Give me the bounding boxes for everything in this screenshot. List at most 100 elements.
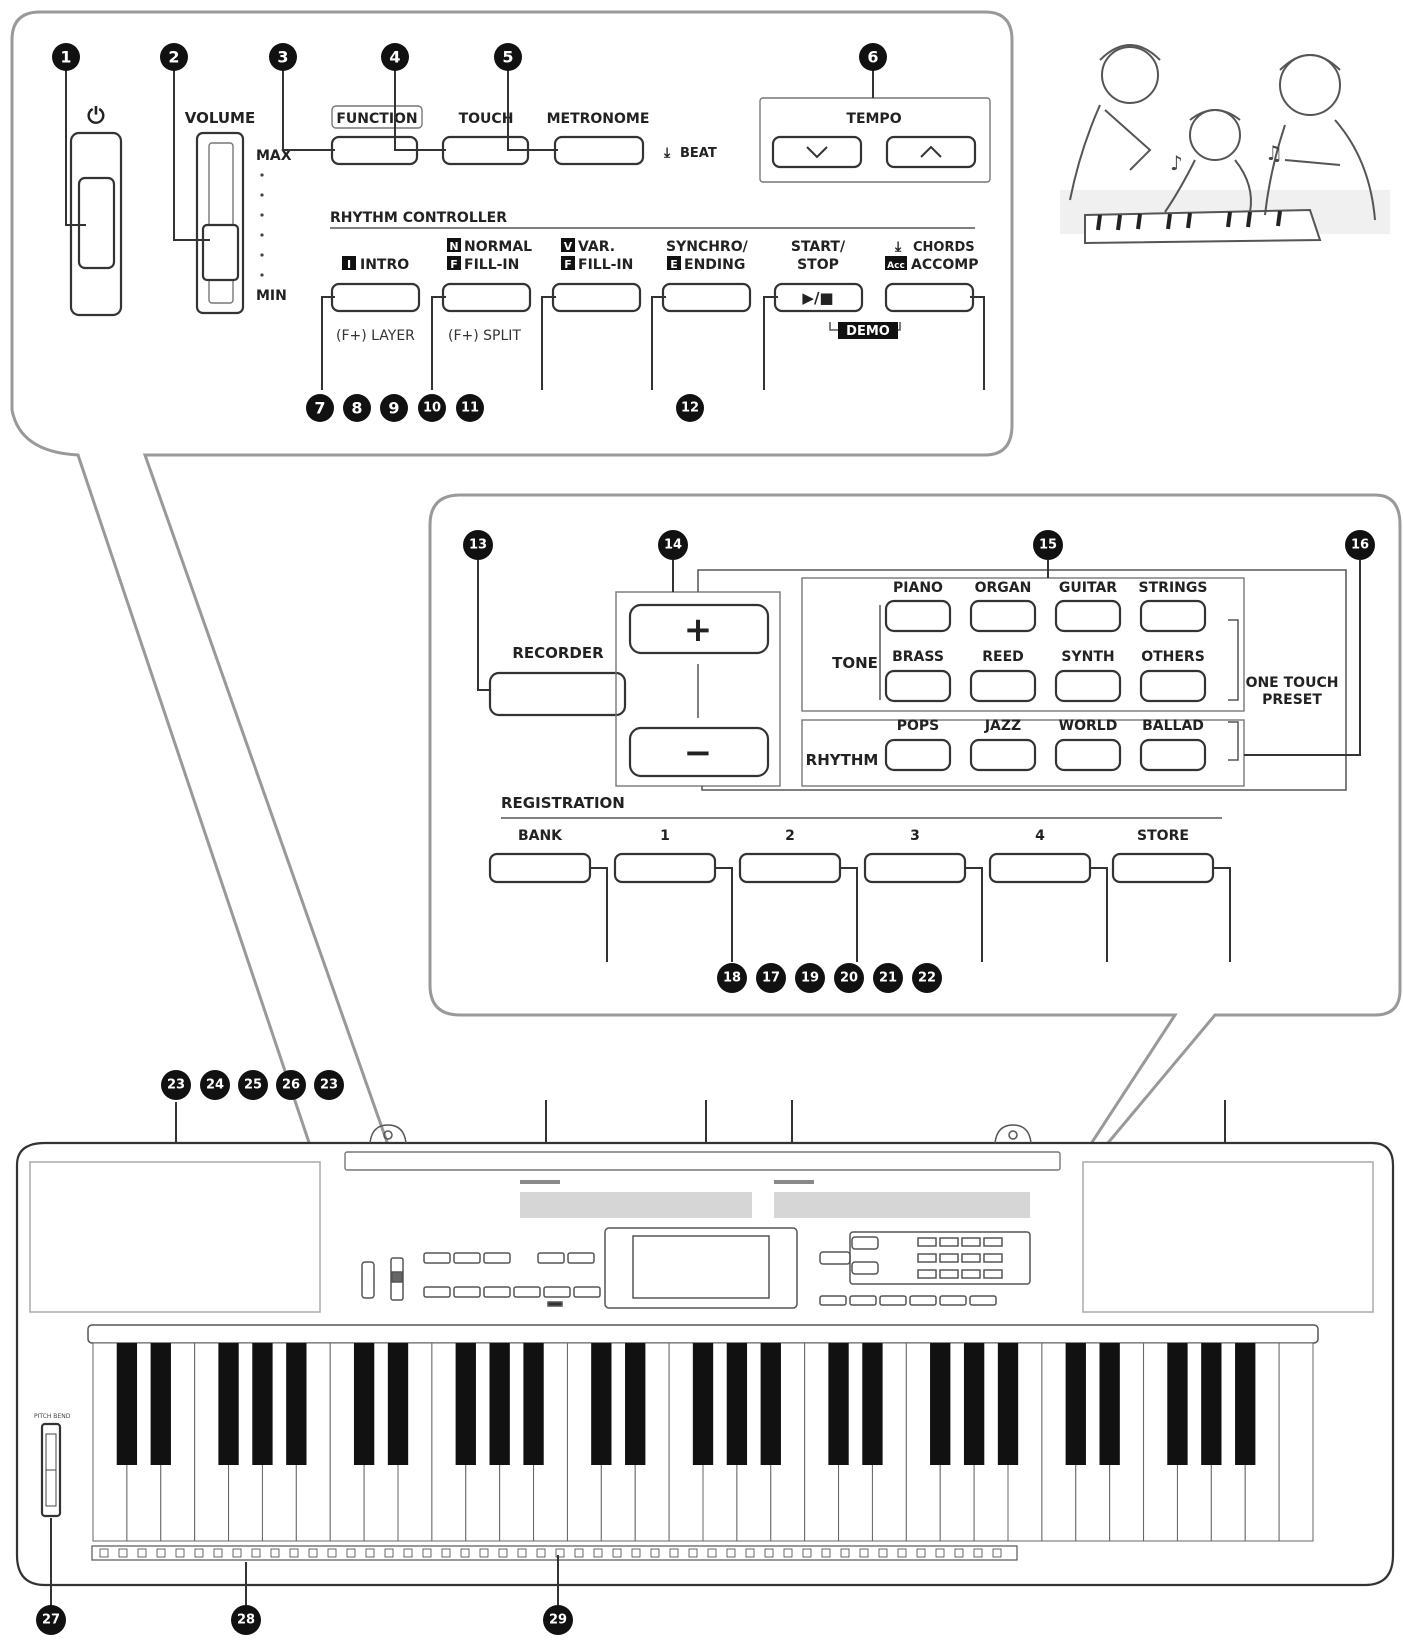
registration-title: REGISTRATION [501,794,625,812]
synchro-label: SYNCHRO/ [666,239,749,255]
synchro-ending-button[interactable]: SYNCHRO/ E ENDING [661,239,752,313]
black-key[interactable] [455,1343,476,1465]
white-key[interactable] [1278,1342,1314,1542]
black-key[interactable] [1099,1343,1120,1465]
var-fill-badge [561,256,575,270]
black-key[interactable] [1235,1343,1256,1465]
button-label: STRINGS [1139,580,1208,596]
black-key[interactable] [963,1343,985,1465]
drum-sound-icon [593,1548,603,1558]
start-stop-button[interactable]: START/ STOP ▶/■ DEMO [773,239,901,339]
black-key[interactable] [1065,1343,1086,1465]
tone-ballad-button[interactable]: BALLAD [1139,718,1207,772]
button-label: SYNTH [1061,649,1114,665]
svg-text:PITCH BEND: PITCH BEND [34,1413,71,1420]
power-switch[interactable]: ⏻ [69,104,123,317]
svg-text:9: 9 [388,399,399,418]
drum-sound-icon [156,1548,166,1558]
black-key[interactable] [286,1343,307,1465]
black-key[interactable] [930,1343,951,1465]
layer-label: (F+) LAYER [336,328,415,344]
tone-reed-button[interactable]: REED [969,649,1037,703]
black-key[interactable] [625,1343,646,1465]
black-key[interactable] [489,1343,510,1465]
black-key[interactable] [862,1343,883,1465]
svg-text:1: 1 [60,48,71,67]
pitch-bend-wheel[interactable]: PITCH BEND [34,1413,71,1518]
button-label: OTHERS [1141,649,1205,665]
registration-4-button[interactable]: 4 [988,828,1092,884]
drum-sound-icon [99,1548,109,1558]
black-key[interactable] [387,1343,409,1465]
button-label: PIANO [893,580,943,596]
black-key[interactable] [828,1343,849,1465]
tempo-group: TEMPO [759,97,991,183]
black-key[interactable] [1201,1343,1222,1465]
plus-button[interactable]: + [628,603,770,655]
button-label: BRASS [892,649,944,665]
svg-text:22: 22 [918,971,936,986]
drum-sound-icon [631,1548,641,1558]
recorder-button[interactable]: RECORDER [488,644,627,717]
var-badge-letter: V [564,240,573,253]
black-key[interactable] [252,1343,273,1465]
plus-icon: + [684,610,713,650]
black-key[interactable] [692,1343,714,1465]
piano-keys[interactable] [92,1342,1314,1542]
tone-strings-button[interactable]: STRINGS [1139,580,1208,633]
black-key[interactable] [116,1343,138,1465]
black-key[interactable] [760,1343,781,1465]
drum-sound-icon [289,1548,299,1558]
volume-slider[interactable]: VOLUME MAX MIN [185,109,292,315]
callout-21: 21 [873,963,903,993]
callout-4: 4 [381,43,409,71]
tone-world-button[interactable]: WORLD [1054,718,1122,772]
drum-sound-icon [365,1548,375,1558]
minus-button[interactable]: − [628,726,770,778]
registration-label: BANK [518,828,563,844]
black-key[interactable] [591,1343,612,1465]
tone-piano-button[interactable]: PIANO [884,580,952,633]
left-speaker [29,1161,321,1313]
tempo-down-button[interactable] [771,135,863,169]
tone-others-button[interactable]: OTHERS [1139,649,1207,703]
svg-text:3: 3 [277,48,288,67]
svg-text:14: 14 [664,538,682,553]
svg-text:6: 6 [867,48,878,67]
black-key[interactable] [523,1343,544,1465]
svg-text:29: 29 [549,1613,567,1628]
intro-button[interactable]: I INTRO (F+) LAYER [330,256,421,344]
registration-bank-button[interactable]: BANK [488,828,592,884]
callout-6: 6 [859,43,887,71]
black-key[interactable] [353,1343,375,1465]
black-key[interactable] [726,1343,748,1465]
tone-organ-button[interactable]: ORGAN [969,580,1037,633]
callout-29: 29 [543,1605,573,1635]
registration-store-button[interactable]: STORE [1111,828,1215,884]
tone-pops-button[interactable]: POPS [884,718,952,772]
black-key[interactable] [218,1343,239,1465]
button-label: GUITAR [1059,580,1117,596]
tempo-up-button[interactable] [885,135,977,169]
tone-brass-button[interactable]: BRASS [884,649,952,703]
black-key[interactable] [997,1343,1019,1465]
normal-fill-in-button[interactable]: N NORMAL F FILL-IN (F+) SPLIT [441,238,532,344]
black-key[interactable] [150,1343,171,1465]
var-label: VAR. [578,239,615,255]
tone-guitar-button[interactable]: GUITAR [1054,580,1122,633]
volume-slider-handle[interactable] [201,223,240,282]
drum-sound-icon [308,1548,318,1558]
power-icon: ⏻ [87,104,105,129]
accomp-button[interactable]: ⤓ CHORDS Acc ACCOMP [884,239,978,313]
button-label: ORGAN [975,580,1032,596]
svg-text:♫: ♫ [1265,141,1283,165]
variation-fill-in-button[interactable]: V VAR. F FILL-IN [551,238,642,313]
metronome-button[interactable]: METRONOME [547,111,650,166]
tone-synth-button[interactable]: SYNTH [1054,649,1122,703]
tone-jazz-button[interactable]: JAZZ [969,718,1037,772]
registration-label: 1 [660,828,670,844]
touch-button[interactable]: TOUCH [441,111,530,166]
drum-sound-icon [973,1548,983,1558]
black-key[interactable] [1167,1343,1188,1465]
